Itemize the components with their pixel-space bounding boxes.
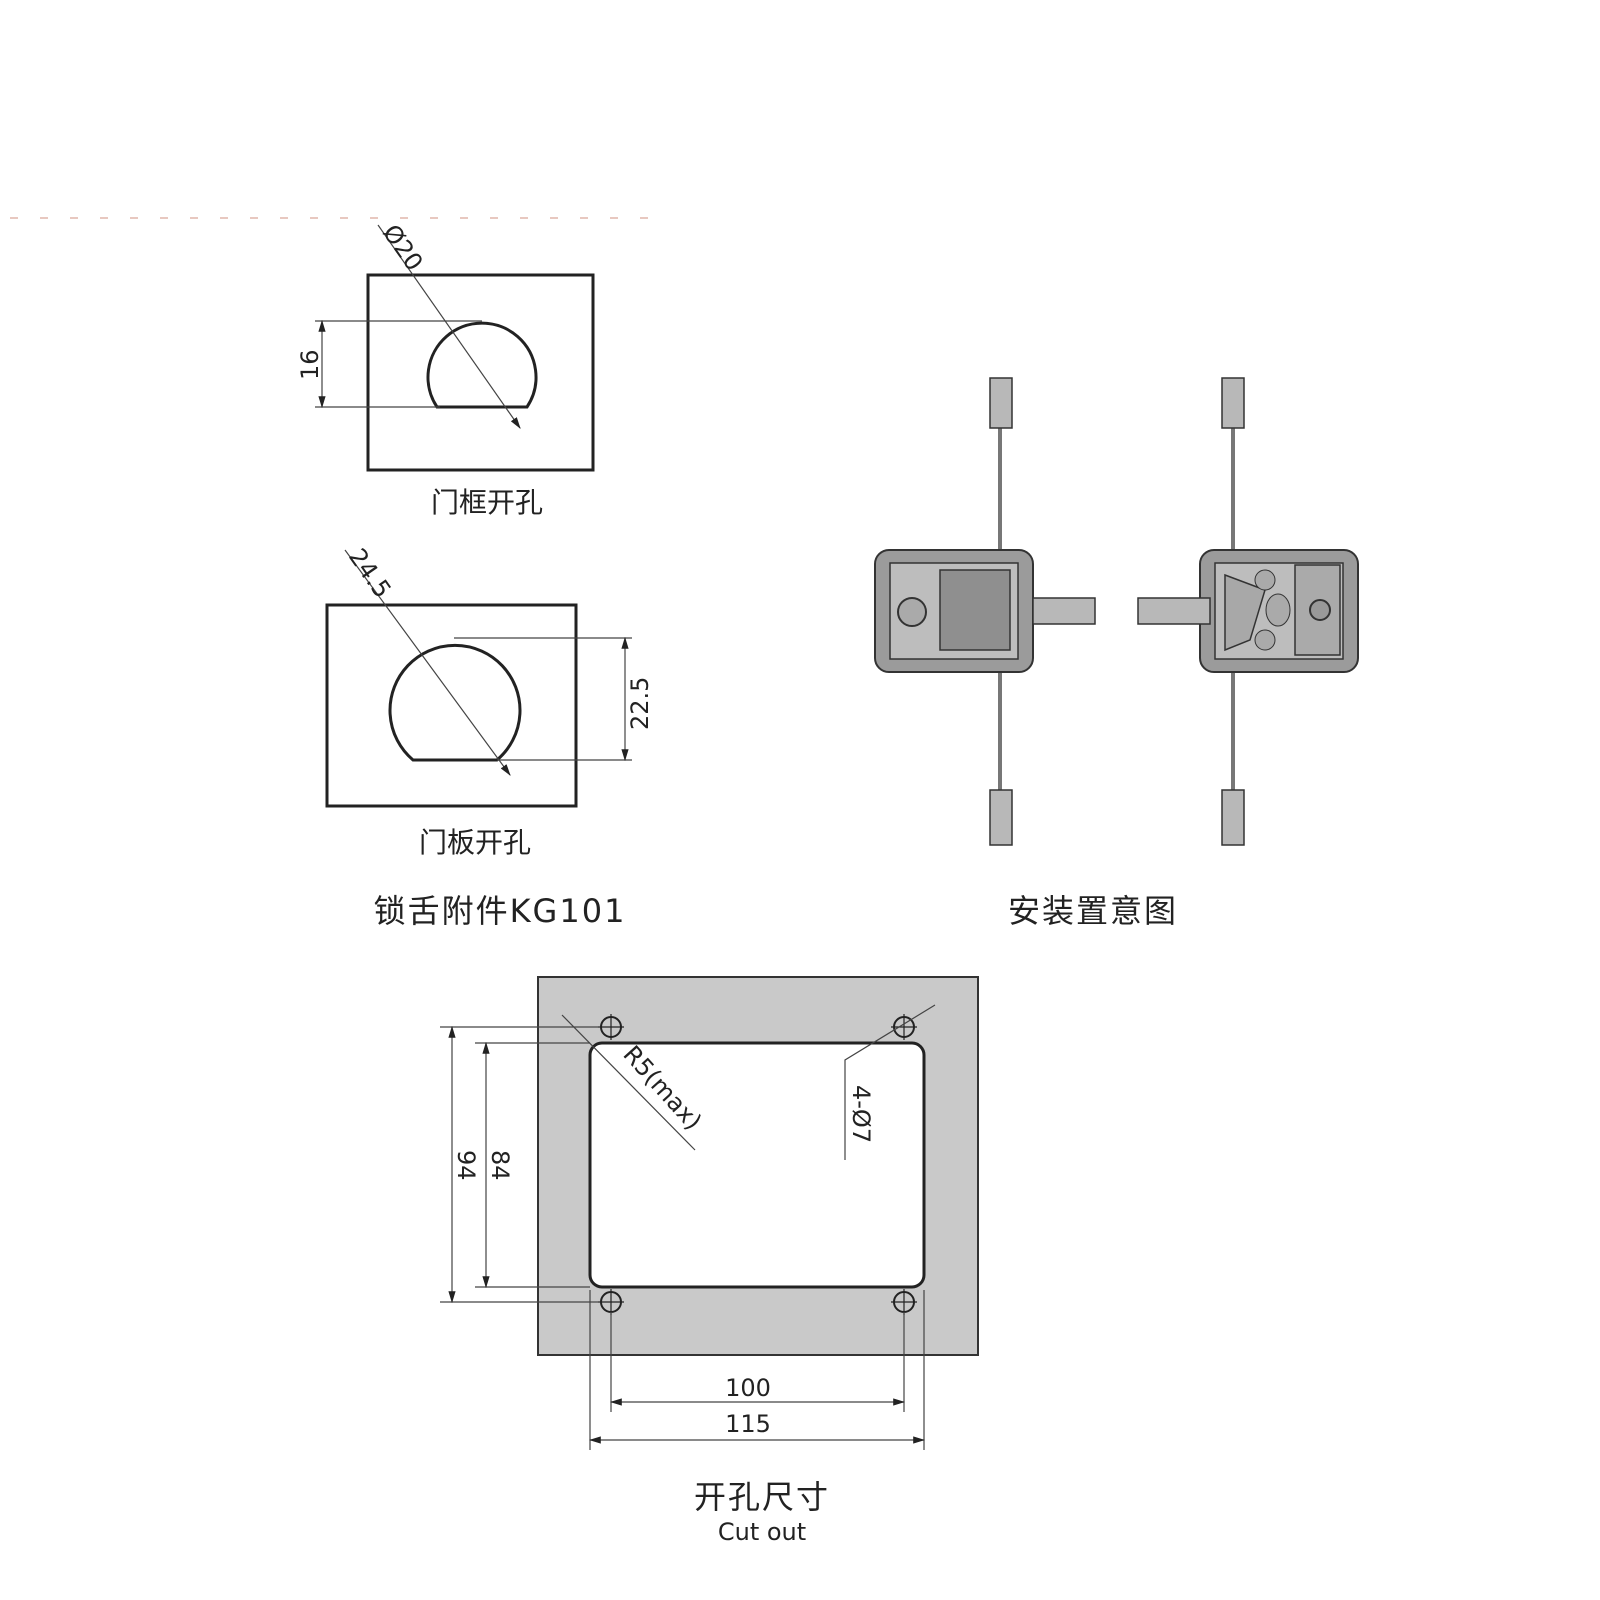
cutout-drawing: R5(max) 4-Ø7 94 84 100 115 开孔尺寸 Cut out	[440, 976, 979, 1546]
panel-plate-outline	[325, 603, 578, 808]
holes-leader	[844, 1004, 936, 1160]
outer-height-label: 94	[452, 1150, 480, 1181]
panel-height-label: 22.5	[626, 677, 654, 730]
frame-hole-shape	[426, 321, 538, 409]
cutout-opening	[588, 1041, 926, 1289]
accessory-title: 锁舌附件KG101	[374, 892, 627, 930]
latch-front-view	[874, 377, 1096, 846]
installation-title: 安装置意图	[1008, 892, 1178, 930]
diameter-leader	[377, 224, 521, 429]
diameter-leader	[344, 549, 511, 776]
cutout-title: 开孔尺寸	[694, 1478, 830, 1516]
frame-hole-caption: 门框开孔	[431, 486, 543, 519]
hole-spacing-label: 100	[725, 1374, 771, 1402]
installation-diagram	[874, 377, 1359, 846]
frame-diameter-label: Ø20	[377, 219, 428, 276]
frame-hole-drawing: Ø20 16 门框开孔	[296, 219, 595, 519]
panel-diameter-label: 24.5	[343, 543, 397, 603]
latch-rear-view	[1137, 377, 1359, 846]
frame-plate-outline	[366, 273, 595, 472]
panel-hole-shape	[388, 643, 522, 762]
radius-leader	[561, 1014, 696, 1151]
cutout-subtitle: Cut out	[718, 1518, 806, 1546]
holes-label: 4-Ø7	[847, 1085, 875, 1143]
cutout-width-label: 115	[725, 1410, 771, 1438]
inner-height-label: 84	[486, 1150, 514, 1181]
panel-hole-caption: 门板开孔	[419, 826, 531, 859]
panel-hole-drawing: 24.5 22.5 门板开孔	[325, 543, 654, 859]
frame-height-label: 16	[296, 349, 324, 380]
mounting-holes	[598, 1014, 917, 1315]
